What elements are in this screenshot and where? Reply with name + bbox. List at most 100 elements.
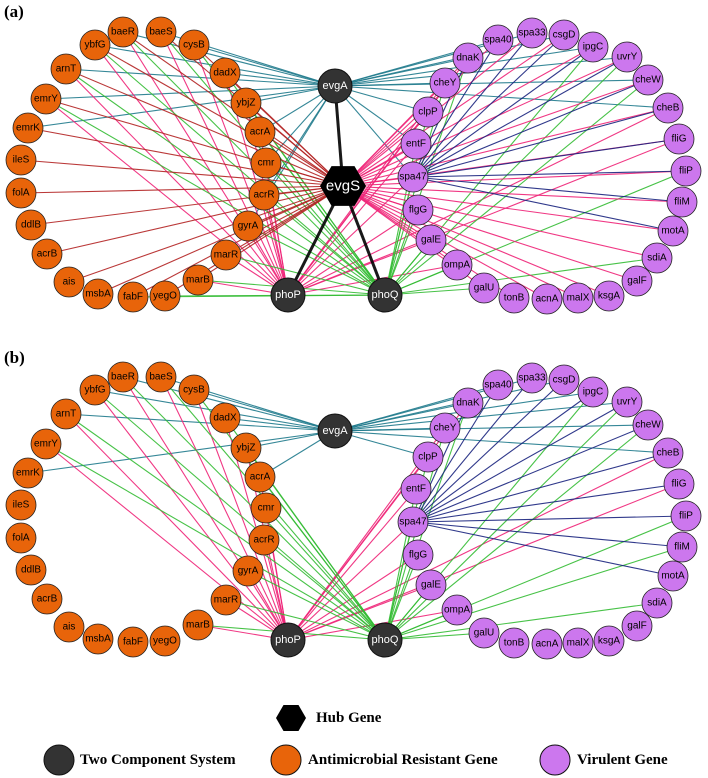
virulent-node-circle	[397, 506, 429, 538]
amr-node-label: baeS	[149, 27, 173, 38]
amr-node-label: ybfG	[84, 385, 105, 396]
amr-node-label: ais	[63, 277, 76, 288]
edge-spa47-fliM	[412, 521, 683, 548]
virulent-node-label: cheB	[657, 448, 680, 459]
virulent-node-spa40: spa40	[482, 24, 514, 56]
edge-phoP-arnT	[65, 413, 289, 641]
virulent-node-label: acnA	[536, 294, 559, 305]
amr-node-dadX: dadX	[209, 57, 241, 89]
edge-evgS-fliM	[342, 185, 683, 203]
legend: Hub Gene Two Component System Antimicrob…	[43, 705, 668, 776]
amr-node-circle	[209, 402, 241, 434]
virulent-node-circle	[429, 412, 461, 444]
tcs-legend-label: Two Component System	[80, 752, 236, 768]
edge-phoP-cysB	[193, 389, 289, 641]
amr-node-circle	[31, 583, 63, 615]
virulent-node-label: dnaK	[456, 53, 480, 64]
tcs-node-label: phoQ	[372, 289, 399, 301]
edge-evgS-sdiA	[342, 185, 658, 259]
virulent-node-motA: motA	[657, 560, 689, 592]
tcs-node-phoQ: phoQ	[367, 622, 403, 658]
virulent-node-circle	[400, 473, 432, 505]
amr-node-acrR: acrR	[248, 524, 280, 556]
edge-evgS-motA	[342, 185, 674, 232]
amr-node-label: dadX	[213, 68, 237, 79]
amr-node-label: emrY	[34, 439, 58, 450]
amr-node-circle	[53, 611, 85, 643]
edge-spa47-uvrY	[412, 56, 628, 178]
edge-phoP-emrY	[45, 98, 289, 296]
virulent-node-label: fliG	[672, 134, 687, 145]
amr-node-circle	[210, 239, 242, 271]
amr-node-cmr: cmr	[250, 147, 282, 179]
panel-b-label: (b)	[4, 348, 25, 367]
virulent-node-circle	[657, 560, 689, 592]
virulent-node-spa47: spa47	[397, 506, 429, 538]
amr-node-fabF: fabF	[117, 281, 149, 313]
amr-node-dadX: dadX	[209, 402, 241, 434]
virulent-node-circle	[441, 594, 473, 626]
edge-evgS-uvrY	[342, 56, 628, 187]
edge-phoQ-marR	[225, 599, 386, 641]
amr-node-folA: folA	[5, 177, 37, 209]
edge-spa47-cheB	[412, 107, 669, 178]
amr-node-circle	[182, 609, 214, 641]
virulent-node-circle	[611, 386, 643, 418]
edge-evgA-cysB	[193, 389, 336, 432]
edge-evgS-ais	[68, 185, 344, 283]
edge-phoP-baeS	[160, 376, 289, 641]
virulent-node-label: flgG	[409, 550, 428, 561]
virulent-node-circle	[621, 610, 653, 642]
virulent-node-galE: galE	[415, 224, 447, 256]
amr-node-circle	[210, 584, 242, 616]
edge-evgA-arnT	[65, 68, 336, 87]
virulent-node-circle	[611, 41, 643, 73]
edge-phoQ-emrY	[45, 98, 386, 296]
edge-phoQ-cheW	[384, 79, 649, 296]
edge-spa47-cheB	[412, 452, 669, 523]
amr-node-circle	[50, 398, 82, 430]
amr-node-msbA: msbA	[82, 623, 114, 655]
virulent-node-fliG: fliG	[663, 468, 695, 500]
tcs-node-label: phoP	[275, 634, 301, 646]
amr-node-circle	[82, 278, 114, 310]
virulent-node-circle	[663, 468, 695, 500]
tcs-node-circle	[367, 622, 403, 658]
virulent-node-label: cheW	[635, 420, 661, 431]
amr-node-emrY: emrY	[30, 83, 62, 115]
amr-node-circle	[82, 623, 114, 655]
virulent-node-circle	[397, 161, 429, 193]
virulent-node-label: motA	[661, 571, 685, 582]
amr-node-circle	[145, 361, 177, 393]
edge-evgS-ddlB	[30, 185, 344, 226]
edge-phoP-cysB	[193, 44, 289, 296]
virulent-node-circle	[548, 19, 580, 51]
amr-node-baeR: baeR	[107, 16, 139, 48]
amr-node-ais: ais	[53, 611, 85, 643]
amr-node-circle	[149, 625, 181, 657]
amr-node-arnT: arnT	[50, 53, 82, 85]
virulent-node-label: cheY	[434, 423, 457, 434]
amr-node-circle	[12, 457, 44, 489]
edge-phoQ-fliP	[384, 170, 687, 296]
virulent-node-flgG: flgG	[402, 194, 434, 226]
edge-evgA-cheY	[334, 82, 446, 87]
amr-node-circle	[178, 374, 210, 406]
virulent-node-malX: malX	[562, 282, 594, 314]
amr-node-emrK: emrK	[12, 457, 44, 489]
edge-evgS-emrK	[27, 127, 344, 187]
virulent-node-spa33: spa33	[516, 17, 548, 49]
amr-node-folA: folA	[5, 522, 37, 554]
virulent-node-circle	[670, 500, 702, 532]
virulent-node-circle	[548, 364, 580, 396]
virulent-node-label: ksgA	[598, 291, 621, 302]
virulent-node-label: entF	[406, 484, 426, 495]
edge-evgS-ipgC	[342, 46, 594, 187]
edge-spa47-spa33	[412, 377, 533, 523]
edge-phoP-cheB	[287, 452, 669, 641]
amr-legend-icon	[270, 744, 302, 776]
virulent-node-label: galE	[421, 235, 441, 246]
edge-spa47-spa33	[412, 32, 533, 178]
